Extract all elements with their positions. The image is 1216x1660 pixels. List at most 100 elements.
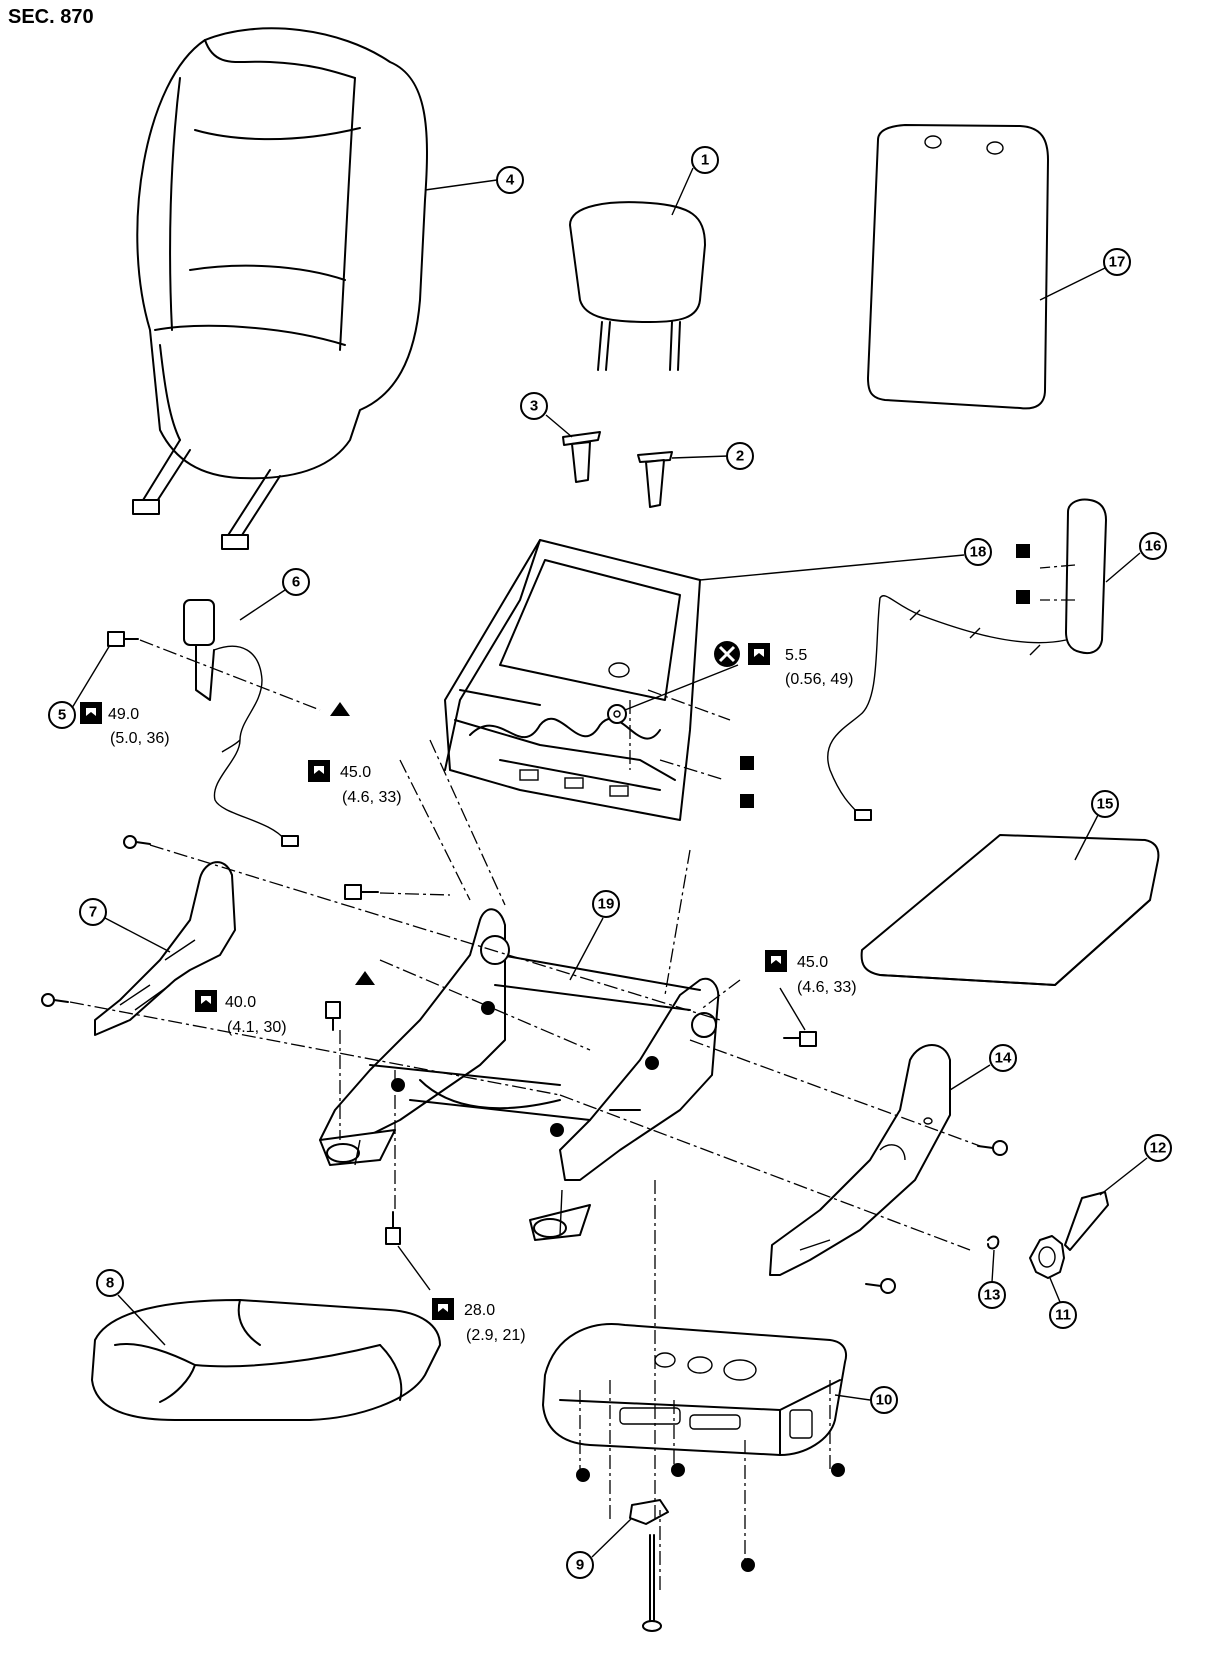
torque-28: 28.0 (2.9, 21): [432, 1298, 526, 1344]
torque-wrench-icon: [195, 990, 217, 1012]
svg-text:7: 7: [89, 904, 97, 921]
section-title: SEC. 870: [8, 6, 94, 28]
torque-5-5: 5.5 (0.56, 49): [714, 641, 853, 688]
callout-11: 11: [1049, 1301, 1077, 1329]
callout-14: 14: [989, 1044, 1017, 1072]
cushion-side-cover-outer: [769, 1044, 951, 1276]
svg-text:18: 18: [970, 544, 987, 561]
callout-2: 2: [726, 442, 754, 470]
svg-text:5: 5: [58, 707, 66, 724]
svg-text:3: 3: [530, 398, 538, 415]
svg-text:(4.1, 30): (4.1, 30): [227, 1019, 287, 1036]
bolts: [41, 631, 1008, 1294]
callout-12: 12: [1144, 1134, 1172, 1162]
svg-text:28.0: 28.0: [464, 1302, 495, 1319]
svg-text:4: 4: [506, 172, 515, 189]
clip: [987, 1235, 1000, 1250]
torque-wrench-icon: [308, 760, 330, 782]
seat-cushion-trim: [91, 1299, 441, 1421]
svg-text:(0.56, 49): (0.56, 49): [785, 671, 853, 688]
seatback-board: [867, 124, 1049, 410]
callout-16: 16: [1139, 532, 1167, 560]
callout-18: 18: [964, 538, 992, 566]
torque-40: 40.0 (4.1, 30): [195, 990, 287, 1036]
svg-text:10: 10: [876, 1392, 893, 1409]
torque-wrench-icon: [80, 702, 102, 724]
torque-specs: 49.0 (5.0, 36) 45.0 (4.6, 33) 5.5 (0.56,…: [80, 641, 857, 1344]
svg-text:2: 2: [736, 448, 744, 465]
svg-text:19: 19: [598, 896, 615, 913]
torque-49: 49.0 (5.0, 36): [80, 702, 170, 747]
callout-10: 10: [870, 1386, 898, 1414]
torque-45-right: 45.0 (4.6, 33): [765, 950, 857, 996]
svg-text:9: 9: [576, 1557, 584, 1574]
bolt-seatbelt-mount: [344, 884, 379, 900]
callout-17: 17: [1103, 248, 1131, 276]
side-airbag-module: [827, 498, 1107, 821]
svg-text:(4.6, 33): (4.6, 33): [797, 979, 857, 996]
svg-text:49.0: 49.0: [108, 706, 139, 723]
svg-text:(4.6, 33): (4.6, 33): [342, 789, 402, 806]
dot-mark-icon: [391, 1001, 845, 1572]
callout-8: 8: [96, 1269, 124, 1297]
recliner-knob: [1029, 1235, 1065, 1279]
svg-text:5.5: 5.5: [785, 647, 807, 664]
callout-6: 6: [282, 568, 310, 596]
headrest-holder-2: [637, 451, 673, 508]
screw-left-bottom: [41, 993, 69, 1007]
torque-45-left: 45.0 (4.6, 33): [308, 760, 402, 806]
svg-text:40.0: 40.0: [225, 994, 256, 1011]
seatback-frame: [444, 539, 701, 821]
svg-text:15: 15: [1097, 796, 1114, 813]
callout-13: 13: [978, 1281, 1006, 1309]
headrest-holder-3: [562, 431, 601, 483]
do-not-reuse-icon: [714, 641, 740, 667]
svg-text:(5.0, 36): (5.0, 36): [110, 730, 170, 747]
triangle-mark-icon: [330, 702, 375, 985]
callout-9: 9: [566, 1551, 594, 1579]
square-mark-icon: [740, 544, 1030, 808]
bracket: [629, 1499, 669, 1632]
leader-lines: [71, 167, 1148, 1558]
svg-text:11: 11: [1055, 1307, 1071, 1324]
bolt-28: [385, 1211, 401, 1245]
screw-right-top: [977, 1140, 1008, 1156]
torque-wrench-icon: [432, 1298, 454, 1320]
svg-text:12: 12: [1150, 1140, 1167, 1157]
callout-19: 19: [592, 890, 620, 918]
callout-1: 1: [691, 146, 719, 174]
callout-3: 3: [520, 392, 548, 420]
finisher-cover: [1064, 1191, 1109, 1251]
cushion-board: [860, 834, 1160, 986]
svg-text:17: 17: [1109, 254, 1126, 271]
svg-text:13: 13: [984, 1287, 1001, 1304]
cushion-side-cover-inner: [94, 861, 236, 1036]
svg-text:45.0: 45.0: [340, 764, 371, 781]
svg-text:14: 14: [995, 1050, 1012, 1067]
screw-right-bottom: [865, 1278, 896, 1294]
svg-text:16: 16: [1145, 538, 1162, 555]
bolt-45-right: [783, 1031, 817, 1047]
callouts: 1 2 3 4 5 6 7 8 9 10 11 12 13 14 15 16 1…: [48, 146, 1172, 1579]
svg-text:45.0: 45.0: [797, 954, 828, 971]
nut-5-5: [607, 704, 627, 724]
torque-wrench-icon: [765, 950, 787, 972]
assembly-lines: [69, 564, 1076, 1590]
seat-cushion-frame: [319, 908, 720, 1241]
svg-text:6: 6: [292, 574, 300, 591]
seat-cushion-pan: [542, 1323, 848, 1456]
bolt-5: [107, 631, 139, 647]
torque-wrench-icon: [748, 643, 770, 665]
bolt-40: [325, 1001, 341, 1031]
svg-text:1: 1: [701, 152, 709, 169]
callout-5: 5: [48, 701, 76, 729]
callout-7: 7: [79, 898, 107, 926]
seatback-trim: [132, 27, 428, 550]
svg-text:(2.9, 21): (2.9, 21): [466, 1327, 526, 1344]
callout-4: 4: [496, 166, 524, 194]
screw-left-top: [123, 835, 151, 849]
headrest: [569, 201, 706, 371]
callout-15: 15: [1091, 790, 1119, 818]
svg-text:8: 8: [106, 1275, 114, 1292]
